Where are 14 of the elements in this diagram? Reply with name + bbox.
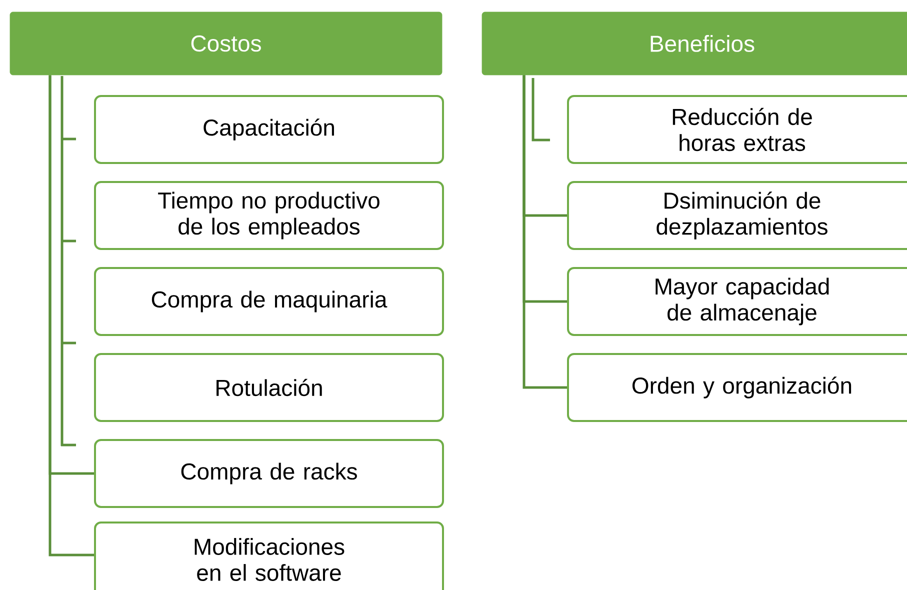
item-box: Mayor capacidad de almacenaje: [567, 267, 907, 336]
item-box: Modificaciones en el software: [94, 522, 444, 590]
item-box: Tiempo no productivo de los empleados: [94, 181, 444, 250]
header-bar: Beneficios: [482, 12, 907, 76]
item-box: Rotulación: [94, 353, 444, 422]
connector-line: [522, 75, 567, 389]
item-box: Reducción de horas extras: [567, 95, 907, 164]
item-box: Capacitación: [94, 95, 444, 164]
item-box: Orden y organización: [567, 353, 907, 422]
connector-line: [48, 75, 94, 556]
item-box: Compra de maquinaria: [94, 267, 444, 336]
item-box: Dsiminución de dezplazamientos: [567, 181, 907, 250]
header-bar: Costos: [10, 12, 442, 76]
item-box: Compra de racks: [94, 439, 444, 508]
